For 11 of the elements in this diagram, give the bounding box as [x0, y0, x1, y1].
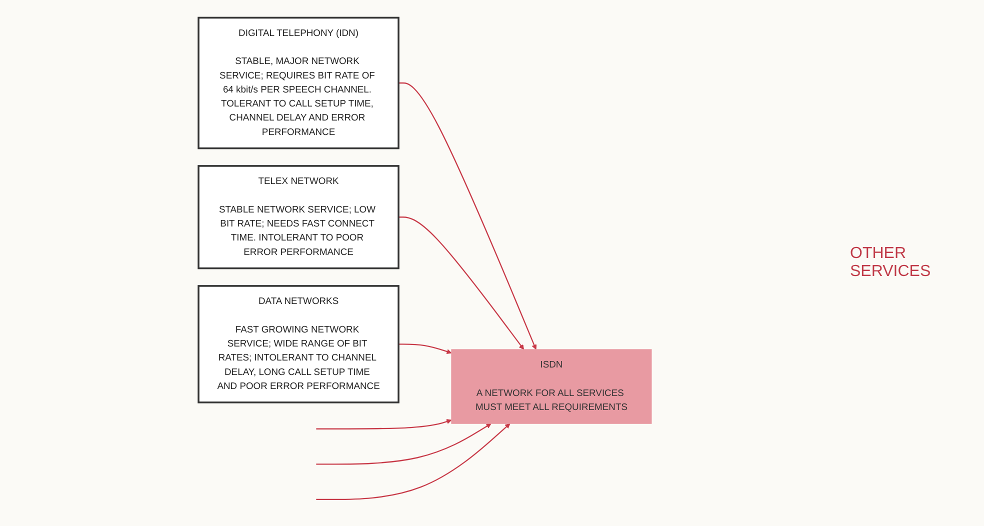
node-box: DATA NETWORKS FAST GROWING NETWORK SERVICE; WIDE RANGE OF BIT RATES; INTOLERANT TO CHANNEL DELAY, LONG CALL SETUP TIME AND POOR ERROR PERFORMANCE	[198, 285, 400, 404]
side-note: OTHER SERVICES	[850, 245, 932, 281]
arrow	[398, 82, 537, 350]
arrow	[398, 344, 452, 354]
arrow	[316, 423, 492, 465]
node-box: DIGITAL TELEPHONY (IDN) STABLE, MAJOR NETWORK SERVICE; REQUIRES BIT RATE OF 64 kbit/s PER SPEECH CHANNEL. TOLERANT TO CALL SETUP TIME, CHANNEL DELAY AND ERROR PERFORMANCE	[198, 16, 400, 150]
arrow	[316, 419, 452, 430]
node-box: ISDN A NETWORK FOR ALL SERVICES MUST MEET ALL REQUIREMENTS	[451, 349, 652, 424]
node-box: TELEX NETWORK STABLE NETWORK SERVICE; LOW BIT RATE; NEEDS FAST CONNECT TIME. INTOLERANT TO POOR ERROR PERFORMANCE	[198, 165, 400, 270]
arrow	[316, 423, 510, 500]
arrow	[398, 216, 524, 350]
